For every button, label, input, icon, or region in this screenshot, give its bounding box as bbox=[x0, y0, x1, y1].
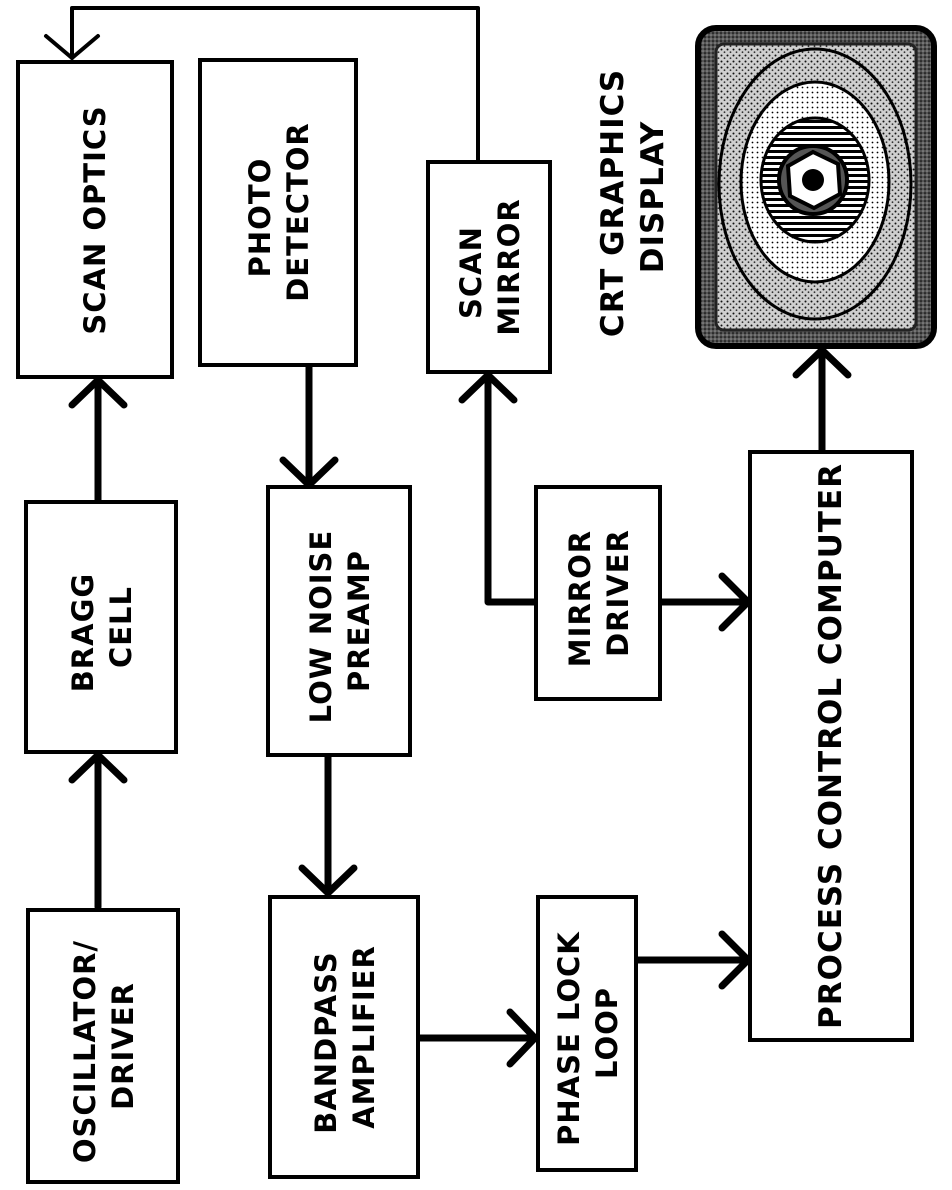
connector-scan-mirror-to-scan-optics bbox=[70, 6, 480, 162]
svg-text:BANDPASS AMPLIFIER: BANDPASS AMPLIFIER bbox=[309, 940, 381, 1134]
preamp-label-line1: LOW NOISE bbox=[304, 530, 338, 724]
oscillator-label-line1: OSCILLATOR/ bbox=[68, 940, 102, 1163]
arrowhead-into-bandpass bbox=[298, 864, 358, 897]
crt-display-label-line2: DISPLAY bbox=[635, 121, 671, 274]
scan-mirror-label-line1: SCAN bbox=[454, 226, 488, 319]
mirror-driver-label-line2: DRIVER bbox=[601, 529, 635, 657]
process-control-computer-block: PROCESS CONTROL COMPUTER bbox=[748, 450, 914, 1042]
bandpass-label-line2: AMPLIFIER bbox=[347, 945, 381, 1129]
computer-label: PROCESS CONTROL COMPUTER bbox=[813, 463, 849, 1029]
photo-detector-label-line1: PHOTO bbox=[243, 158, 277, 278]
arrowhead-into-pll bbox=[506, 1008, 539, 1068]
svg-text:PROCESS CONTROL COMPUTER: PROCESS CONTROL COMPUTER bbox=[813, 463, 849, 1029]
pll-label-line1: PHASE LOCK bbox=[552, 931, 586, 1146]
arrowhead-into-bragg bbox=[68, 751, 128, 784]
bragg-cell-block: BRAGG CELL bbox=[24, 500, 178, 754]
scan-optics-label: SCAN OPTICS bbox=[78, 105, 112, 334]
svg-text:BRAGG CELL: BRAGG CELL bbox=[66, 562, 138, 693]
oscillator-driver-block: OSCILLATOR/ DRIVER bbox=[26, 908, 180, 1184]
arrowhead-into-scan-optics bbox=[68, 376, 128, 409]
svg-text:OSCILLATOR/ DRIVER: OSCILLATOR/ DRIVER bbox=[68, 929, 140, 1163]
arrowhead-into-scan-optics-top bbox=[44, 34, 100, 60]
bandpass-label-line1: BANDPASS bbox=[309, 951, 343, 1133]
svg-text:SCAN MIRROR: SCAN MIRROR bbox=[454, 198, 526, 335]
svg-text:MIRROR DRIVER: MIRROR DRIVER bbox=[563, 519, 635, 667]
arrowhead-into-display bbox=[792, 346, 852, 379]
pll-label-line2: LOOP bbox=[590, 987, 624, 1079]
bragg-label-line2: CELL bbox=[104, 586, 138, 668]
phase-lock-loop-block: PHASE LOCK LOOP bbox=[536, 895, 638, 1172]
connector-mirror-driver-to-scan-mirror bbox=[484, 371, 539, 606]
crt-display-label-line1: CRT GRAPHICS bbox=[595, 69, 631, 337]
scan-optics-block: SCAN OPTICS bbox=[16, 60, 174, 379]
svg-text:PHOTO DETECTOR: PHOTO DETECTOR bbox=[243, 122, 315, 302]
svg-text:PHASE LOCK LOOP: PHASE LOCK LOOP bbox=[552, 920, 624, 1146]
scan-mirror-block: SCAN MIRROR bbox=[426, 160, 552, 374]
bandpass-amplifier-block: BANDPASS AMPLIFIER bbox=[268, 895, 420, 1179]
scan-mirror-label-line2: MIRROR bbox=[492, 198, 526, 335]
low-noise-preamp-block: LOW NOISE PREAMP bbox=[266, 485, 412, 757]
bragg-label-line1: BRAGG bbox=[66, 573, 100, 693]
crt-display-label: CRT GRAPHICS DISPLAY bbox=[595, 57, 671, 337]
mirror-driver-label-line1: MIRROR bbox=[563, 530, 597, 667]
crt-graphics-display bbox=[695, 25, 937, 349]
arrowhead-into-scan-mirror bbox=[458, 371, 518, 404]
svg-text:LOW NOISE PREAMP: LOW NOISE PREAMP bbox=[304, 519, 376, 724]
oscillator-label-line2: DRIVER bbox=[106, 982, 140, 1110]
photo-detector-block: PHOTO DETECTOR bbox=[198, 58, 358, 367]
preamp-label-line2: PREAMP bbox=[342, 550, 376, 692]
photo-detector-label-line2: DETECTOR bbox=[281, 122, 315, 302]
mirror-driver-block: MIRROR DRIVER bbox=[534, 485, 662, 701]
svg-text:SCAN OPTICS: SCAN OPTICS bbox=[78, 105, 112, 334]
